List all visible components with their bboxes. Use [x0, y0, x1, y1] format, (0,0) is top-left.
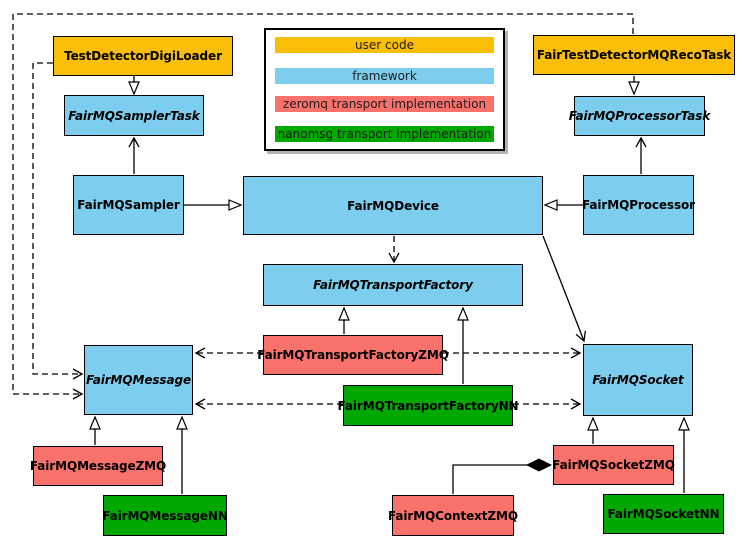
node-fairmqtransportfactorynn: FairMQTransportFactoryNN [338, 385, 519, 426]
class-name: FairMQMessageNN [102, 508, 228, 523]
node-fairmqdevice: FairMQDevice [243, 176, 543, 235]
legend-label: nanomsg transport implementation [277, 127, 492, 141]
node-fairmqcontextzmq: FairMQContextZMQ [388, 495, 518, 536]
class-name: FairMQMessageZMQ [29, 459, 167, 473]
legend-item-user-code: user code [275, 37, 494, 53]
legend-label: user code [355, 38, 414, 52]
class-name: FairMQSocket [592, 373, 684, 387]
node-fairmqsocketzmq: FairMQSocketZMQ [552, 445, 675, 485]
class-name: FairMQSamplerTask [68, 108, 200, 123]
class-name: FairMQContextZMQ [388, 508, 518, 523]
node-fairmqprocessortask: FairMQProcessorTask [569, 96, 710, 136]
node-fairmqtransportfactory: FairMQTransportFactory [263, 264, 523, 306]
node-fairtestdetectormqrecotask: FairTestDetectorMQRecoTask [533, 35, 735, 75]
node-fairmqsocketnn: FairMQSocketNN [603, 494, 724, 534]
legend-item-zeromq: zeromq transport implementation [275, 96, 494, 112]
class-name: FairMQProcessorTask [568, 109, 711, 123]
node-fairmqsampler: FairMQSampler [73, 175, 184, 235]
class-name: FairMQTransportFactoryZMQ [257, 348, 449, 362]
node-fairmqprocessor: FairMQProcessor [582, 175, 695, 235]
legend-label: zeromq transport implementation [282, 97, 487, 111]
legend-label: framework [352, 69, 417, 83]
node-fairmqmessagezmq: FairMQMessageZMQ [29, 446, 167, 486]
class-name: FairMQSocketNN [607, 507, 720, 521]
edge-device-to-socket [542, 235, 587, 343]
class-name: FairMQMessage [86, 373, 191, 387]
class-name: TestDetectorDigiLoader [64, 49, 222, 63]
class-name: FairMQSampler [77, 198, 180, 212]
node-fairmqtransportfactoryzmq: FairMQTransportFactoryZMQ [257, 335, 449, 375]
legend-item-framework: framework [275, 68, 494, 84]
class-name: FairMQTransportFactory [313, 278, 473, 292]
class-name: FairMQDevice [347, 198, 439, 213]
class-name: FairMQProcessor [582, 198, 695, 212]
legend-box: user code framework zeromq transport imp… [264, 28, 505, 151]
node-fairmqsamplertask: FairMQSamplerTask [64, 95, 204, 136]
node-fairmqsocket: FairMQSocket [583, 344, 693, 416]
node-fairmqmessage: FairMQMessage [84, 345, 193, 415]
legend-item-nanomsg: nanomsg transport implementation [275, 126, 494, 142]
class-name: FairMQSocketZMQ [552, 458, 675, 472]
class-name: FairMQTransportFactoryNN [337, 398, 519, 413]
class-name: FairTestDetectorMQRecoTask [536, 48, 732, 62]
edge-contextzmq-to-socketzmq [452, 465, 551, 494]
node-testdetectordigiloader: TestDetectorDigiLoader [53, 36, 233, 76]
node-fairmqmessagenn: FairMQMessageNN [102, 495, 228, 536]
